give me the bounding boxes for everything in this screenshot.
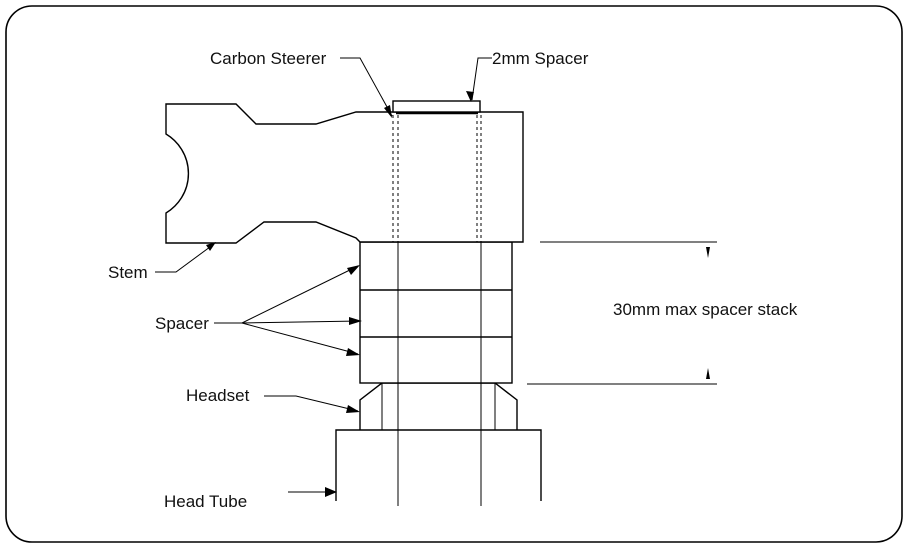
stem [165,103,524,244]
spacer-stack [359,241,513,384]
diagram-frame [5,5,903,543]
headset [359,382,518,430]
stem-leader [155,242,216,273]
carbon-steerer-leader [340,57,393,118]
head-tube-leader [288,487,337,497]
dimension-lines [527,241,717,385]
label-head-tube: Head Tube [164,492,247,511]
label-max-spacer-stack: 30mm max spacer stack [613,300,798,319]
head-tube [335,429,542,501]
spacer-leaders [214,265,362,356]
label-carbon-steerer: Carbon Steerer [210,49,327,68]
spacer-2mm-leader [466,57,492,102]
carbon-steerer [392,115,482,506]
label-2mm-spacer: 2mm Spacer [492,49,589,68]
label-headset: Headset [186,386,250,405]
top-2mm-spacer [392,100,481,115]
headset-leader [264,395,360,413]
label-spacer: Spacer [155,314,209,333]
label-stem: Stem [108,263,148,282]
